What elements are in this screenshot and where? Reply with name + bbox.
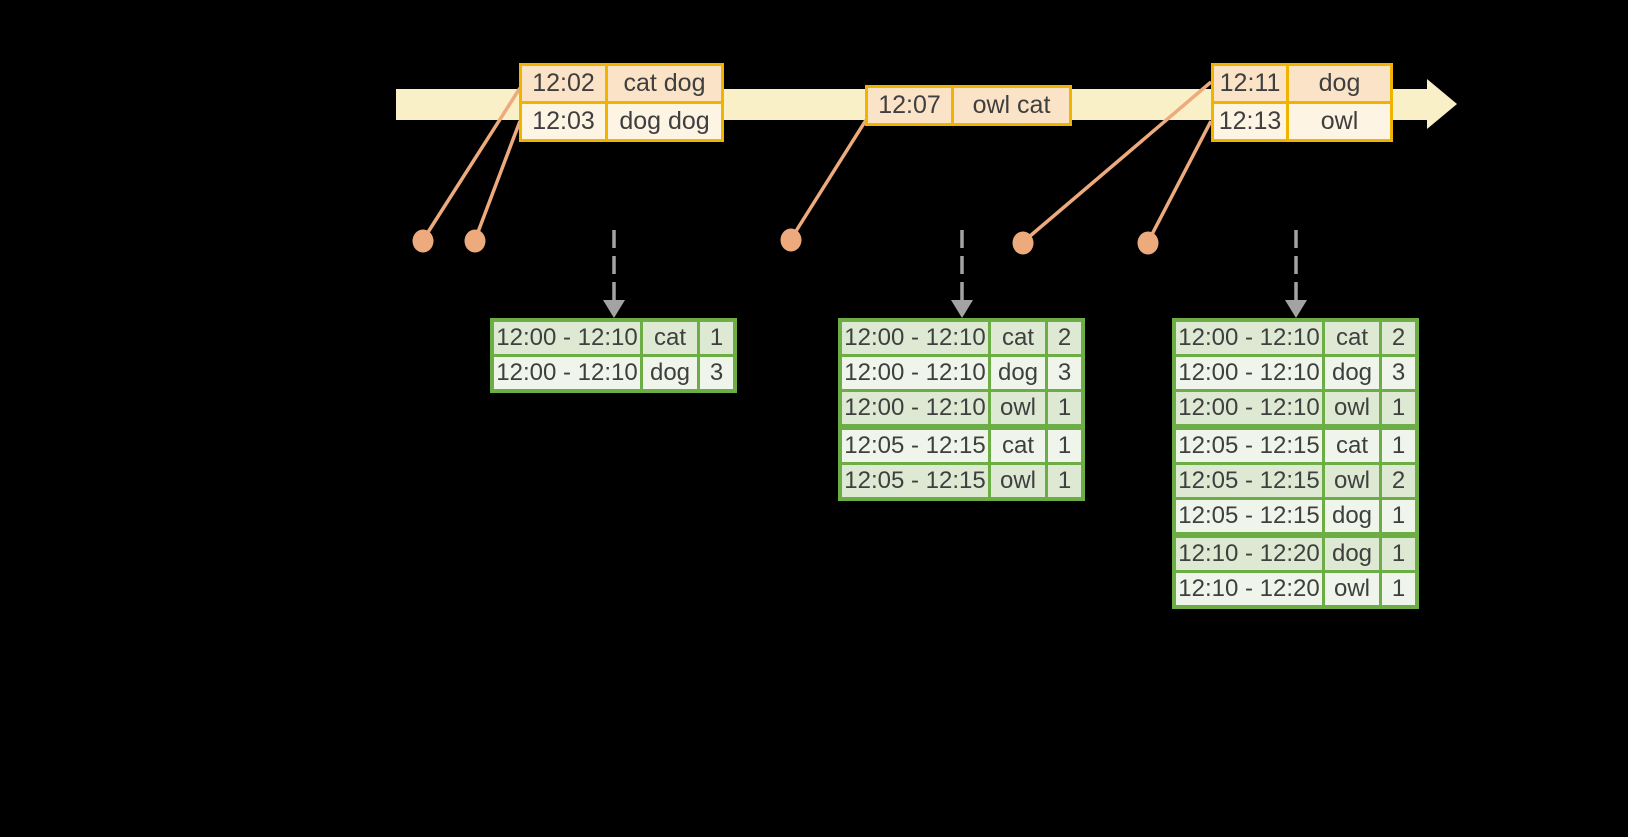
- count-cell: 1: [700, 322, 733, 354]
- word-cell: dog: [1325, 357, 1379, 389]
- window-cell: 12:05 - 12:15: [1176, 500, 1322, 532]
- event-connector-line: [789, 119, 868, 240]
- word-cell: cat: [1325, 430, 1379, 462]
- count-cell: 3: [1048, 357, 1081, 389]
- event-connector-line: [1021, 80, 1213, 244]
- event-time-cell: 12:03: [522, 104, 605, 139]
- trigger-arrowhead: [1285, 300, 1307, 318]
- window-cell: 12:00 - 12:10: [842, 322, 988, 354]
- word-cell: cat: [991, 322, 1045, 354]
- count-cell: 2: [1048, 322, 1081, 354]
- window-cell: 12:00 - 12:10: [1176, 392, 1322, 424]
- word-cell: dog: [643, 357, 697, 389]
- event-dot: [1137, 231, 1159, 255]
- count-cell: 2: [1382, 465, 1415, 497]
- window-cell: 12:05 - 12:15: [1176, 465, 1322, 497]
- trigger-arrowhead: [951, 300, 973, 318]
- event-words-cell: owl: [1289, 104, 1390, 139]
- window-cell: 12:00 - 12:10: [842, 392, 988, 424]
- event-words-cell: dog: [1289, 66, 1390, 101]
- word-cell: dog: [1325, 500, 1379, 532]
- event-time-cell: 12:07: [868, 88, 951, 123]
- event-dot: [780, 228, 802, 252]
- window-cell: 12:05 - 12:15: [842, 465, 988, 497]
- count-cell: 1: [1382, 392, 1415, 424]
- count-cell: 2: [1382, 322, 1415, 354]
- word-cell: cat: [1325, 322, 1379, 354]
- window-cell: 12:00 - 12:10: [494, 357, 640, 389]
- word-cell: cat: [991, 430, 1045, 462]
- word-cell: owl: [991, 392, 1045, 424]
- count-cell: 3: [700, 357, 733, 389]
- trigger-arrowhead: [603, 300, 625, 318]
- word-cell: dog: [1325, 538, 1379, 570]
- event-words-cell: cat dog: [608, 66, 721, 101]
- word-cell: owl: [1325, 573, 1379, 605]
- count-cell: 1: [1382, 573, 1415, 605]
- count-cell: 1: [1382, 430, 1415, 462]
- event-connector-line: [473, 120, 522, 241]
- count-cell: 1: [1048, 465, 1081, 497]
- window-cell: 12:00 - 12:10: [1176, 322, 1322, 354]
- count-cell: 3: [1382, 357, 1415, 389]
- window-cell: 12:10 - 12:20: [1176, 538, 1322, 570]
- event-words-cell: dog dog: [608, 104, 721, 139]
- window-cell: 12:00 - 12:10: [1176, 357, 1322, 389]
- event-connector-line: [1146, 120, 1213, 243]
- count-cell: 1: [1382, 500, 1415, 532]
- event-time-cell: 12:11: [1214, 66, 1286, 101]
- word-cell: cat: [643, 322, 697, 354]
- count-cell: 1: [1382, 538, 1415, 570]
- timeline-arrowhead: [1427, 79, 1457, 129]
- event-dot: [464, 229, 486, 253]
- count-cell: 1: [1048, 430, 1081, 462]
- event-time-cell: 12:13: [1214, 104, 1286, 139]
- window-cell: 12:05 - 12:15: [842, 430, 988, 462]
- event-dot: [1012, 231, 1034, 255]
- event-time-cell: 12:02: [522, 66, 605, 101]
- count-cell: 1: [1048, 392, 1081, 424]
- event-connector-line: [421, 87, 522, 241]
- window-cell: 12:10 - 12:20: [1176, 573, 1322, 605]
- word-cell: owl: [991, 465, 1045, 497]
- window-cell: 12:00 - 12:10: [494, 322, 640, 354]
- word-cell: owl: [1325, 392, 1379, 424]
- word-cell: owl: [1325, 465, 1379, 497]
- event-dot: [412, 229, 434, 253]
- word-cell: dog: [991, 357, 1045, 389]
- window-cell: 12:00 - 12:10: [842, 357, 988, 389]
- event-words-cell: owl cat: [954, 88, 1069, 123]
- window-cell: 12:05 - 12:15: [1176, 430, 1322, 462]
